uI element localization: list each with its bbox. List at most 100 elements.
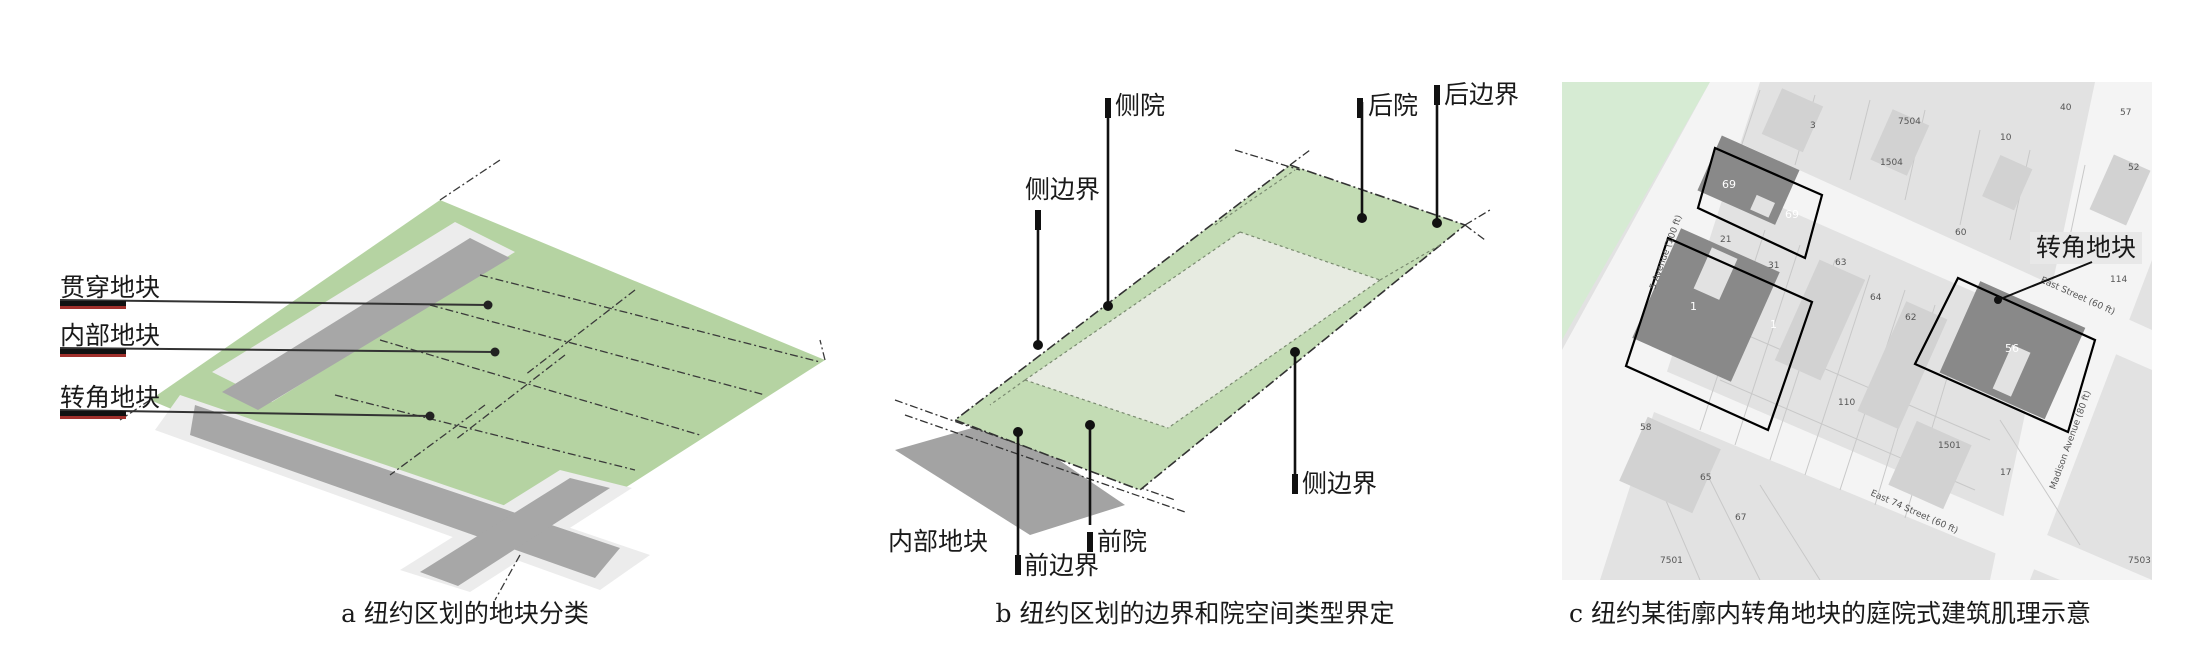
caption-c: c 纽约某街廓内转角地块的庭院式建筑肌理示意 [1569, 599, 2091, 628]
lot-69 [1697, 135, 1800, 225]
leader-dot [490, 347, 500, 357]
lot-divider [389, 404, 486, 476]
map-label: 56 [2005, 342, 2019, 355]
yard-line [1024, 231, 1241, 381]
park-area [1562, 82, 1710, 340]
label-underline-accent [60, 354, 126, 357]
map-label: 40 [2060, 103, 2072, 113]
lot-divider [524, 289, 636, 376]
label-marker [1105, 98, 1111, 118]
leader-dot [483, 300, 493, 310]
road-vertical [420, 478, 610, 586]
lot-extension [1289, 149, 1311, 166]
leader-dot [1085, 420, 1095, 430]
lot-outline-69 [1696, 146, 1824, 260]
map-label: 10 [2000, 133, 2012, 143]
label-marker [1292, 474, 1298, 494]
map-label: 1 [1770, 318, 1777, 331]
building-footprint [1857, 301, 1948, 430]
lot-line [1739, 89, 1761, 151]
map-label: 57 [2120, 108, 2131, 118]
map-label: 65 [1700, 473, 1711, 483]
building-footprint [1619, 416, 1721, 514]
label-interior-lot: 内部地块 [60, 321, 160, 350]
building-footprint [1870, 109, 1930, 176]
leader-dot [1033, 340, 1043, 350]
lot-divider [429, 304, 766, 396]
label-underline-accent [60, 416, 126, 419]
lot-line [1734, 329, 1991, 441]
leader-line [59, 299, 489, 306]
label-underline [60, 301, 126, 306]
map-label: 110 [1838, 398, 1855, 408]
label-marker [1015, 555, 1021, 575]
yard-line [1239, 231, 1381, 281]
lot-1 [1632, 228, 1780, 382]
lot-line [1759, 484, 1821, 580]
label-backdrop [2030, 232, 2142, 264]
yard-line [1167, 279, 1381, 429]
building-footprint [1888, 420, 1972, 510]
map-label: 1 [1690, 300, 1697, 313]
lot-divider [334, 394, 636, 471]
label-underline [60, 411, 126, 416]
map-label: 1501 [1938, 441, 1961, 451]
label-marker [1357, 98, 1363, 118]
map-label: 64 [1870, 293, 1882, 303]
label-underline [60, 349, 126, 354]
yard-line [1214, 169, 1296, 226]
map-label: 1504 [1880, 158, 1903, 168]
map-label: 7503 [2128, 556, 2151, 566]
label-underline-accent [60, 306, 126, 309]
lot-extension [1464, 209, 1491, 226]
label-through-lot: 贯穿地块 [60, 273, 160, 302]
leader-dot [1994, 296, 2002, 304]
lot-outline-56 [1913, 276, 2097, 434]
map-label: 63 [1835, 258, 1846, 268]
map-label: 3 [1810, 121, 1816, 131]
label-rear-yard: 后院 [1368, 91, 1418, 120]
label-corner-lot: 转角地块 [60, 383, 160, 412]
lot-line [1804, 274, 1871, 476]
leader-dot [1432, 218, 1442, 228]
label-marker [1434, 85, 1440, 105]
building-footprint [1774, 259, 1866, 381]
lot-divider [819, 339, 826, 361]
label-side-lot-line-right: 侧边界 [1302, 469, 1377, 498]
lot-line [1959, 129, 1981, 226]
map-label: 21 [1720, 235, 1731, 245]
map-label: 67 [1735, 513, 1746, 523]
map-label: 69 [1722, 178, 1736, 191]
map-label: 31 [1768, 261, 1779, 271]
lot-extension [1464, 224, 1486, 241]
label-side-yard: 侧院 [1115, 91, 1165, 120]
lot-line [1999, 419, 2081, 546]
map-label: 17 [2000, 468, 2011, 478]
label-marker [1087, 532, 1093, 552]
caption-a: a 纽约区划的地块分类 [341, 599, 589, 628]
map-label: 7501 [1660, 556, 1683, 566]
leader-line [1997, 261, 2093, 301]
map-label: 60 [1955, 228, 1967, 238]
map-label: 7504 [1898, 117, 1921, 127]
label-interior-lot-b: 内部地块 [888, 527, 988, 556]
panel-c-map: 69 69 1 1 56 5 Avenue (100 ft) East Stre… [1562, 82, 2152, 580]
lot-divider [479, 274, 821, 363]
caption-b: b 纽约区划的边界和院空间类型界定 [996, 599, 1395, 628]
map-label: 52 [2128, 163, 2139, 173]
map-label: 62 [1905, 313, 1916, 323]
lot-divider [379, 339, 701, 436]
leader-dot [425, 411, 435, 421]
panel-b-diagram: 侧院 后院 后边界 侧边界 侧边界 内部地块 前院 前边界 b 纽约区划的边界和… [888, 80, 1519, 628]
label-marker [1035, 210, 1041, 230]
building-footprint [1982, 154, 2033, 211]
lot-divider [439, 159, 501, 201]
label-front-yard: 前院 [1097, 527, 1147, 556]
map-label: 58 [1640, 423, 1652, 433]
label-front-lot-line: 前边界 [1024, 551, 1099, 580]
lot-line [1849, 99, 1871, 181]
building-footprint [2089, 154, 2151, 226]
leader-dot [1013, 427, 1023, 437]
label-corner-lot-c: 转角地块 [2036, 233, 2136, 262]
panel-a-diagram: 贯穿地块 内部地块 转角地块 a 纽约区划的地块分类 [59, 159, 826, 628]
